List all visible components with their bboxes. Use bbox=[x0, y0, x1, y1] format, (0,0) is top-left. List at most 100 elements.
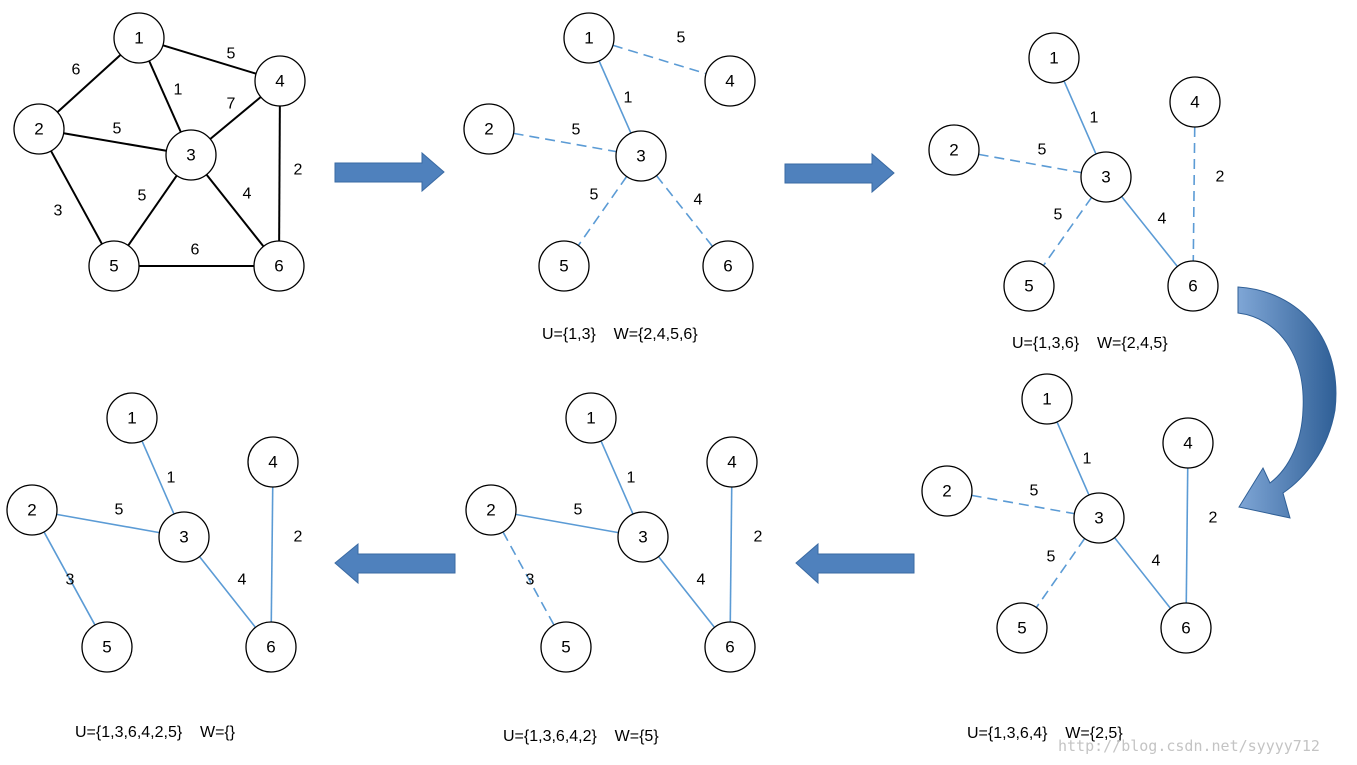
edge-weight-label: 5 bbox=[138, 188, 147, 205]
node-2: 2 bbox=[13, 103, 65, 155]
edge-weight-label: 5 bbox=[574, 502, 583, 519]
edge-2-5-tree bbox=[43, 531, 96, 626]
node-1: 1 bbox=[113, 12, 165, 64]
edge-weight-label: 5 bbox=[1047, 549, 1056, 566]
node-label: 5 bbox=[102, 638, 111, 657]
edge-2-3-candidate bbox=[971, 494, 1075, 515]
edge-1-3-tree bbox=[1056, 421, 1090, 496]
node-1: 1 bbox=[106, 392, 158, 444]
edge-2-3-tree bbox=[515, 513, 619, 534]
edge-weight-label: 5 bbox=[113, 121, 122, 138]
node-circle bbox=[540, 621, 592, 673]
arrow-step-2-to-step-3 bbox=[1237, 286, 1337, 519]
node-3: 3 bbox=[617, 511, 669, 563]
node-6: 6 bbox=[1167, 260, 1219, 312]
edge-3-4 bbox=[209, 96, 262, 140]
edge-3-5-candidate bbox=[577, 176, 628, 246]
node-circle bbox=[106, 392, 158, 444]
edge-3-6-tree bbox=[198, 556, 257, 628]
node-5: 5 bbox=[540, 621, 592, 673]
edge-weight-label: 4 bbox=[243, 186, 252, 203]
node-circle bbox=[702, 240, 754, 292]
edge-weight-label: 1 bbox=[1090, 110, 1099, 127]
node-label: 2 bbox=[34, 120, 43, 139]
node-1: 1 bbox=[1021, 373, 1073, 425]
node-label: 4 bbox=[1183, 434, 1192, 453]
edge-weight-label: 5 bbox=[590, 187, 599, 204]
edge-weight-label: 4 bbox=[238, 572, 247, 589]
node-circle bbox=[13, 103, 65, 155]
edge-3-6 bbox=[205, 173, 265, 248]
edge-2-5 bbox=[50, 150, 103, 245]
edge-weight-label: 2 bbox=[294, 529, 303, 546]
node-1: 1 bbox=[563, 12, 615, 64]
node-label: 4 bbox=[727, 453, 736, 472]
edge-weight-label: 5 bbox=[1030, 483, 1039, 500]
set-caption: U={1,3,6,4,2} W={5} bbox=[503, 728, 659, 745]
node-label: 5 bbox=[109, 257, 118, 276]
node-4: 4 bbox=[254, 55, 306, 107]
node-circle bbox=[1080, 151, 1132, 203]
edge-weight-label: 4 bbox=[1152, 553, 1161, 570]
node-circle bbox=[158, 511, 210, 563]
node-2: 2 bbox=[921, 465, 973, 517]
edge-2-3-candidate bbox=[513, 132, 617, 153]
node-circle bbox=[254, 55, 306, 107]
node-label: 2 bbox=[486, 501, 495, 520]
edge-weight-label: 5 bbox=[1054, 207, 1063, 224]
edge-weight-label: 2 bbox=[1216, 169, 1225, 186]
node-5: 5 bbox=[538, 240, 590, 292]
node-5: 5 bbox=[81, 621, 133, 673]
node-label: 5 bbox=[1017, 619, 1026, 638]
node-3: 3 bbox=[1080, 151, 1132, 203]
edge-weight-label: 2 bbox=[754, 529, 763, 546]
edge-weight-label: 4 bbox=[694, 192, 703, 209]
node-label: 5 bbox=[559, 257, 568, 276]
node-circle bbox=[1028, 32, 1080, 84]
node-circle bbox=[615, 130, 667, 182]
edge-weight-label: 1 bbox=[624, 90, 633, 107]
edge-weight-label: 1 bbox=[627, 470, 636, 487]
edge-3-5-candidate bbox=[1035, 538, 1086, 608]
node-circle bbox=[1160, 602, 1212, 654]
edge-weight-label: 5 bbox=[115, 502, 124, 519]
node-circle bbox=[565, 392, 617, 444]
edge-1-2 bbox=[56, 54, 122, 113]
node-2: 2 bbox=[6, 484, 58, 536]
edge-4-6-tree bbox=[270, 486, 274, 623]
node-label: 6 bbox=[1188, 277, 1197, 296]
node-5: 5 bbox=[1003, 260, 1055, 312]
node-circle bbox=[88, 240, 140, 292]
node-label: 1 bbox=[1042, 390, 1051, 409]
node-label: 2 bbox=[949, 141, 958, 160]
edge-weight-label: 5 bbox=[1038, 142, 1047, 159]
edge-3-6-candidate bbox=[655, 175, 714, 247]
node-6: 6 bbox=[704, 621, 756, 673]
node-label: 6 bbox=[266, 638, 275, 657]
node-label: 3 bbox=[636, 147, 645, 166]
edge-weight-label: 3 bbox=[526, 572, 535, 589]
node-circle bbox=[165, 129, 217, 181]
edge-3-6-tree bbox=[657, 556, 716, 628]
node-circle bbox=[1167, 260, 1219, 312]
edge-2-3 bbox=[63, 132, 167, 152]
node-circle bbox=[463, 103, 515, 155]
node-circle bbox=[704, 621, 756, 673]
node-label: 2 bbox=[27, 501, 36, 520]
node-circle bbox=[1162, 417, 1214, 469]
node-label: 1 bbox=[134, 29, 143, 48]
set-caption: U={1,3,6,4,2,5} W={} bbox=[75, 724, 236, 741]
node-circle bbox=[996, 602, 1048, 654]
edge-4-6-tree bbox=[1185, 467, 1189, 604]
node-circle bbox=[704, 55, 756, 107]
node-label: 2 bbox=[484, 120, 493, 139]
watermark-text: http://blog.csdn.net/syyyy712 bbox=[1058, 737, 1320, 755]
node-3: 3 bbox=[615, 130, 667, 182]
edge-3-5 bbox=[127, 174, 178, 247]
node-4: 4 bbox=[1169, 76, 1221, 128]
node-circle bbox=[253, 240, 305, 292]
edge-1-3-tree bbox=[1063, 80, 1097, 155]
